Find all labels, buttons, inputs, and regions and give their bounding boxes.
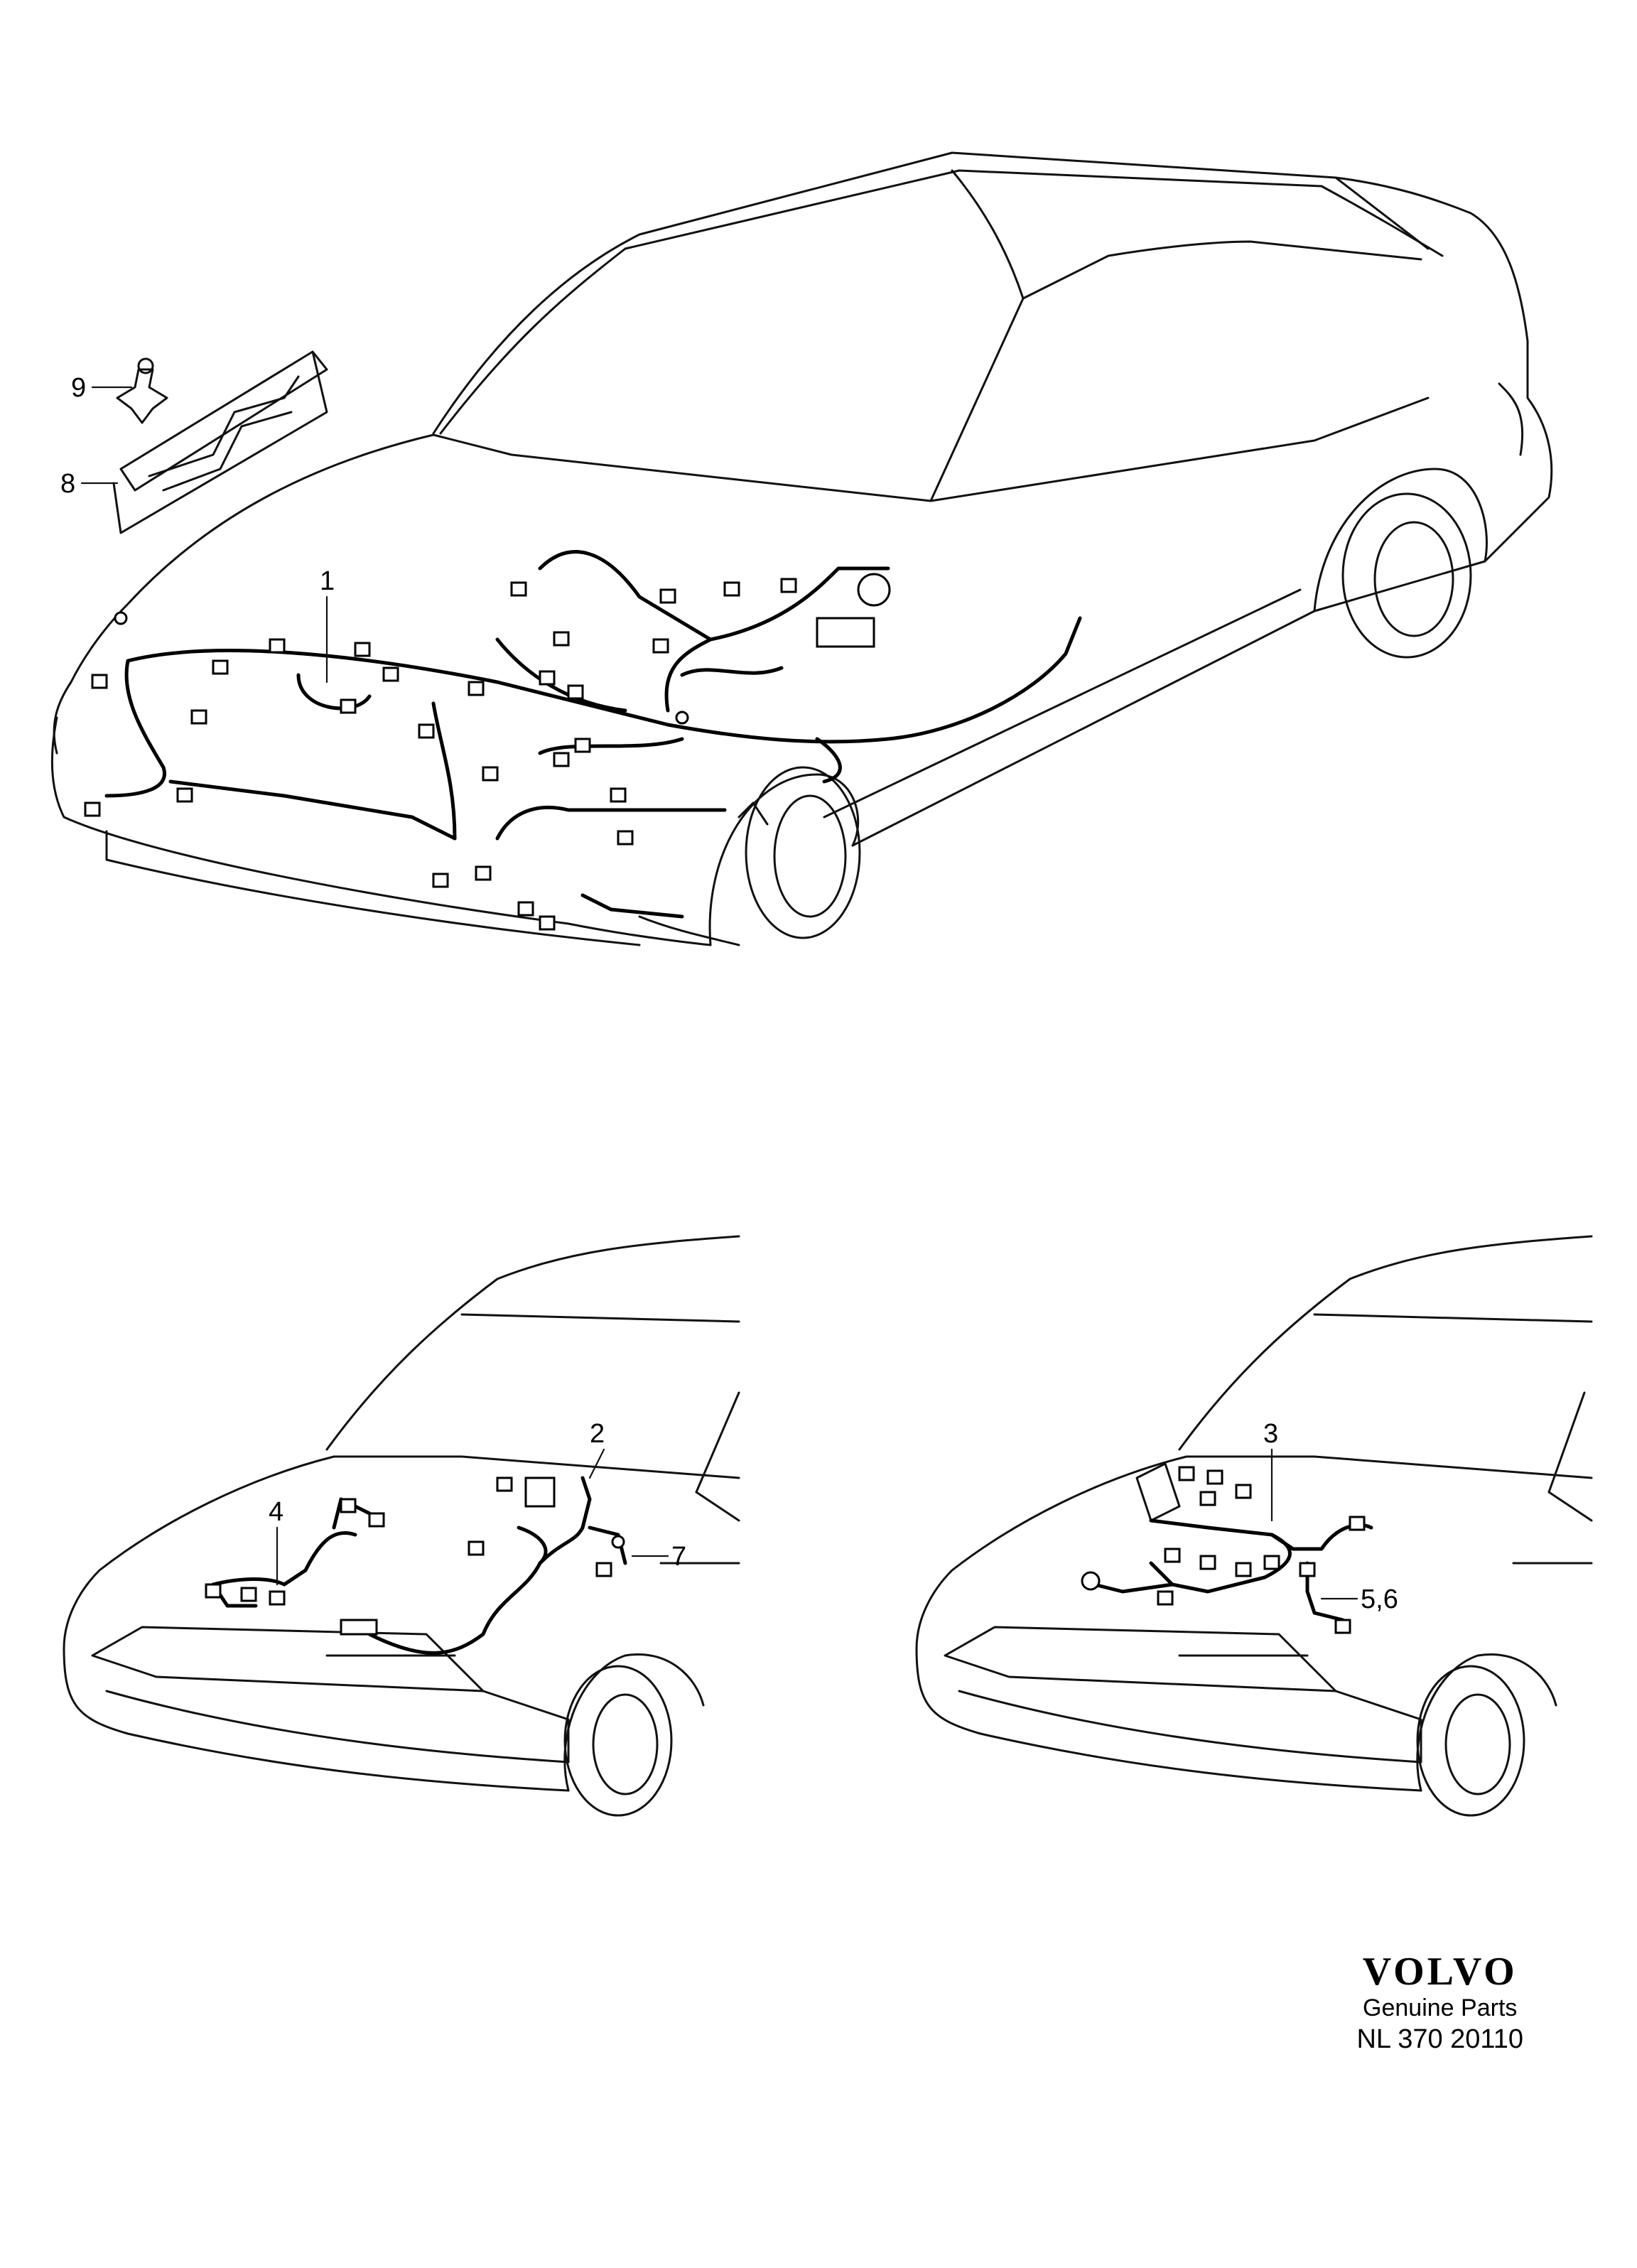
callout-8: 8 — [60, 469, 119, 499]
callout-1: 1 — [320, 566, 335, 684]
callout-3: 3 — [1263, 1419, 1278, 1522]
svg-text:3: 3 — [1263, 1419, 1278, 1449]
svg-text:4: 4 — [269, 1497, 283, 1527]
harness-connectors — [84, 573, 891, 931]
engine-wiring-harness — [84, 550, 1082, 931]
svg-text:1: 1 — [320, 566, 335, 596]
svg-text:5,6: 5,6 — [1361, 1584, 1398, 1614]
svg-text:2: 2 — [590, 1419, 605, 1449]
brand-block: VOLVO Genuine Parts NL 370 20110 — [1356, 1950, 1523, 2056]
brand-subtitle: Genuine Parts — [1363, 1994, 1518, 2021]
svg-text:9: 9 — [71, 373, 86, 403]
diagram-code: NL 370 20110 — [1356, 2024, 1523, 2054]
callout-5-6: 5,6 — [1320, 1584, 1398, 1614]
clip-part — [116, 357, 168, 424]
volvo-logo: VOLVO — [1362, 1950, 1518, 1994]
bottom-left-car-illustration — [63, 1235, 740, 1817]
bottom-left-harnesses — [205, 1476, 627, 1655]
callout-9: 9 — [71, 373, 133, 403]
top-car-illustration — [50, 151, 1553, 946]
bottom-right-car-illustration — [915, 1235, 1593, 1817]
cover-bracket-part — [112, 350, 328, 534]
callout-7: 7 — [631, 1542, 686, 1572]
svg-text:7: 7 — [671, 1542, 686, 1572]
bottom-right-harnesses — [1081, 1462, 1373, 1634]
callout-2: 2 — [588, 1419, 605, 1479]
svg-text:8: 8 — [60, 469, 75, 499]
callout-4: 4 — [269, 1497, 283, 1586]
